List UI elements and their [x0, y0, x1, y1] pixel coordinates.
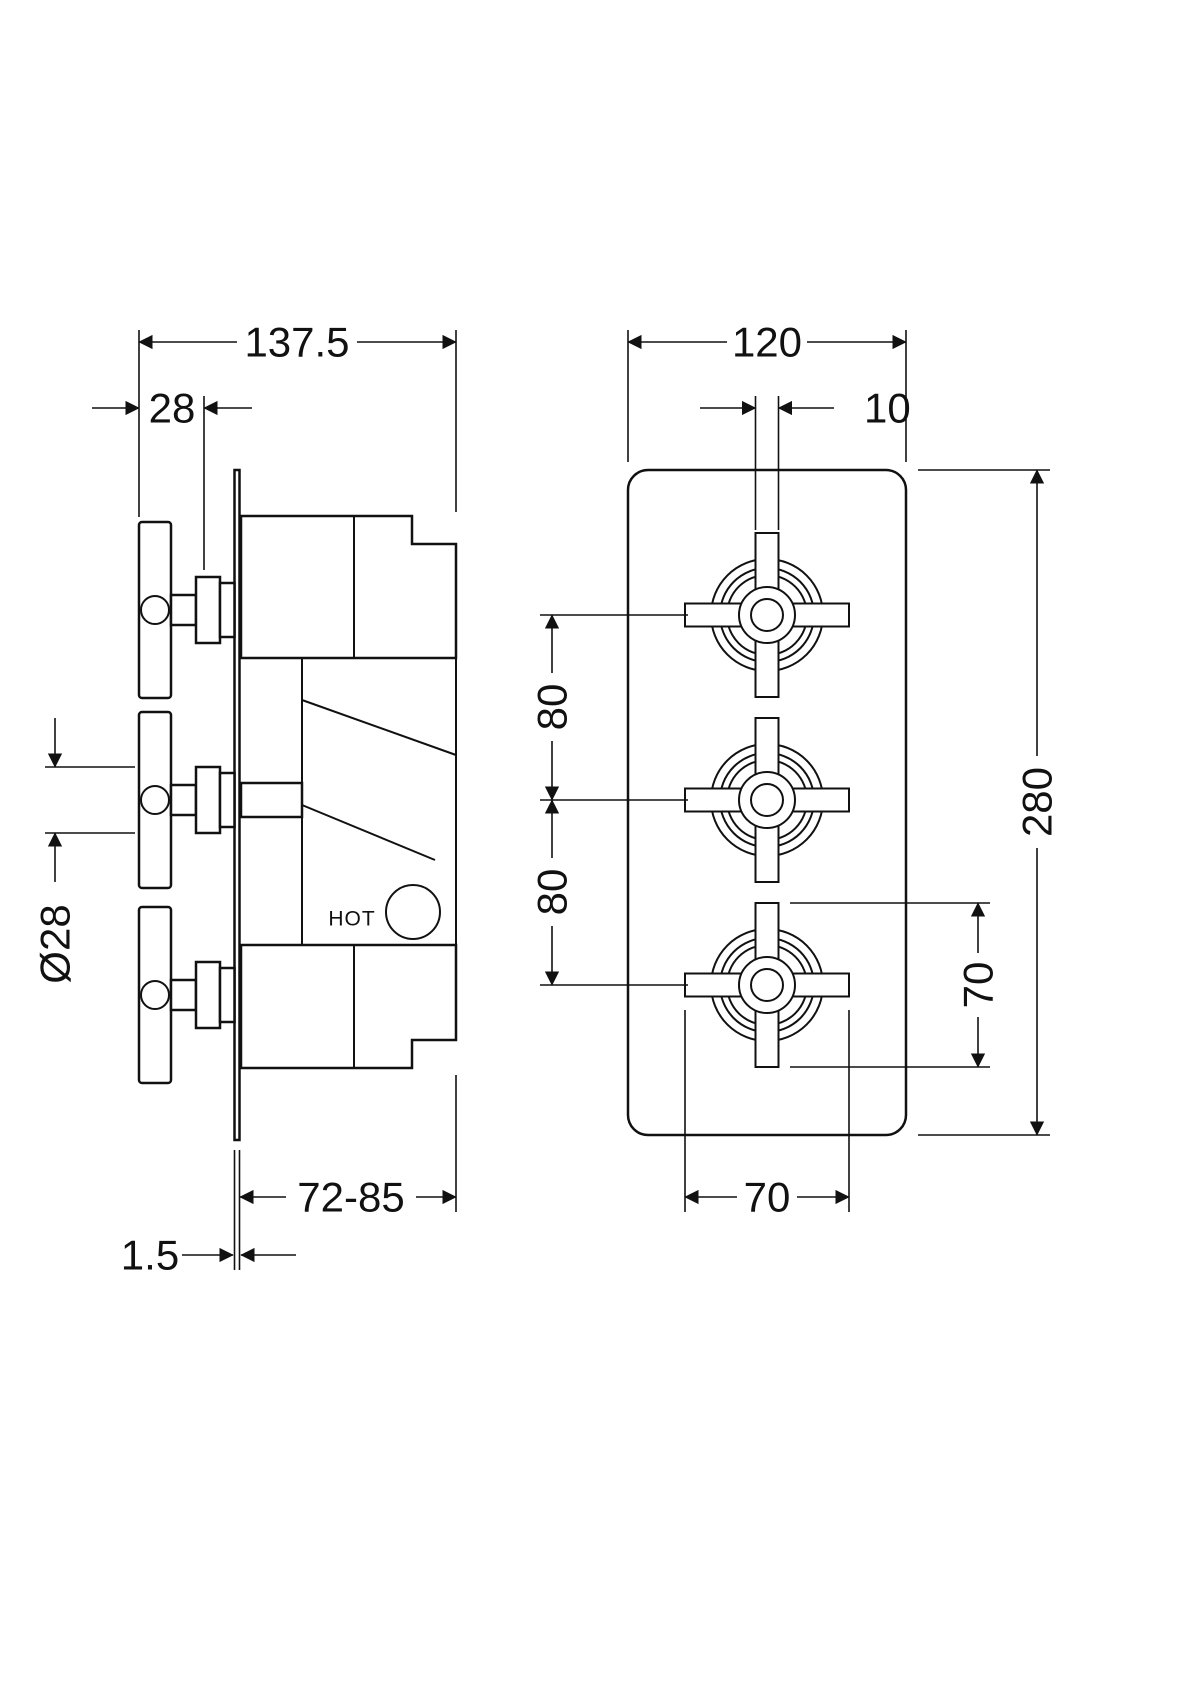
dim-handle-span-horizontal: 70 [684, 1010, 850, 1221]
dim-centre-spacing: 80 80 [529, 614, 688, 986]
dim-handle-span-vertical: 70 [790, 902, 1002, 1068]
dim-handle-offset-label: 28 [149, 385, 196, 432]
side-view: HOT 137.5 28 Ø28 [32, 319, 458, 1279]
dim-spacing-upper-label: 80 [529, 684, 576, 731]
side-handle-top [137, 520, 236, 700]
dim-handle-span-vertical-label: 70 [955, 962, 1002, 1009]
dim-plate-height: 280 [918, 469, 1061, 1136]
valve-body-top-block [239, 514, 458, 660]
dim-overall-width: 137.5 [138, 319, 457, 517]
dim-handle-diameter-label: Ø28 [32, 904, 79, 983]
front-view: 120 10 80 80 [529, 319, 1061, 1221]
dim-mounting-depth: 72-85 [239, 1075, 457, 1221]
dim-plate-thickness: 1.5 [121, 1150, 296, 1279]
dim-overall-width-label: 137.5 [244, 319, 349, 366]
dim-plate-thickness-label: 1.5 [121, 1232, 179, 1279]
dim-plate-width-label: 120 [732, 319, 802, 366]
valve-body-slant-lower [301, 804, 436, 861]
hot-label: HOT [328, 908, 375, 931]
side-handle-bottom [137, 905, 236, 1085]
dim-plate-width: 120 [627, 319, 907, 462]
dim-handle-offset: 28 [92, 385, 252, 570]
dim-handle-span-horizontal-label: 70 [744, 1174, 791, 1221]
middle-valve-stem [239, 781, 304, 819]
dim-mounting-depth-label: 72-85 [297, 1174, 404, 1221]
valve-body: HOT [239, 514, 458, 1070]
dim-arm-width: 10 [700, 385, 911, 530]
valve-body-slant-upper [301, 699, 457, 756]
dim-spacing-lower-label: 80 [529, 869, 576, 916]
hot-inlet-port [385, 884, 441, 940]
dim-handle-diameter: Ø28 [32, 718, 135, 984]
side-handle-middle [137, 710, 236, 890]
dim-arm-width-label: 10 [864, 385, 911, 432]
dim-plate-height-label: 280 [1014, 767, 1061, 837]
valve-body-bottom-block [239, 943, 458, 1070]
